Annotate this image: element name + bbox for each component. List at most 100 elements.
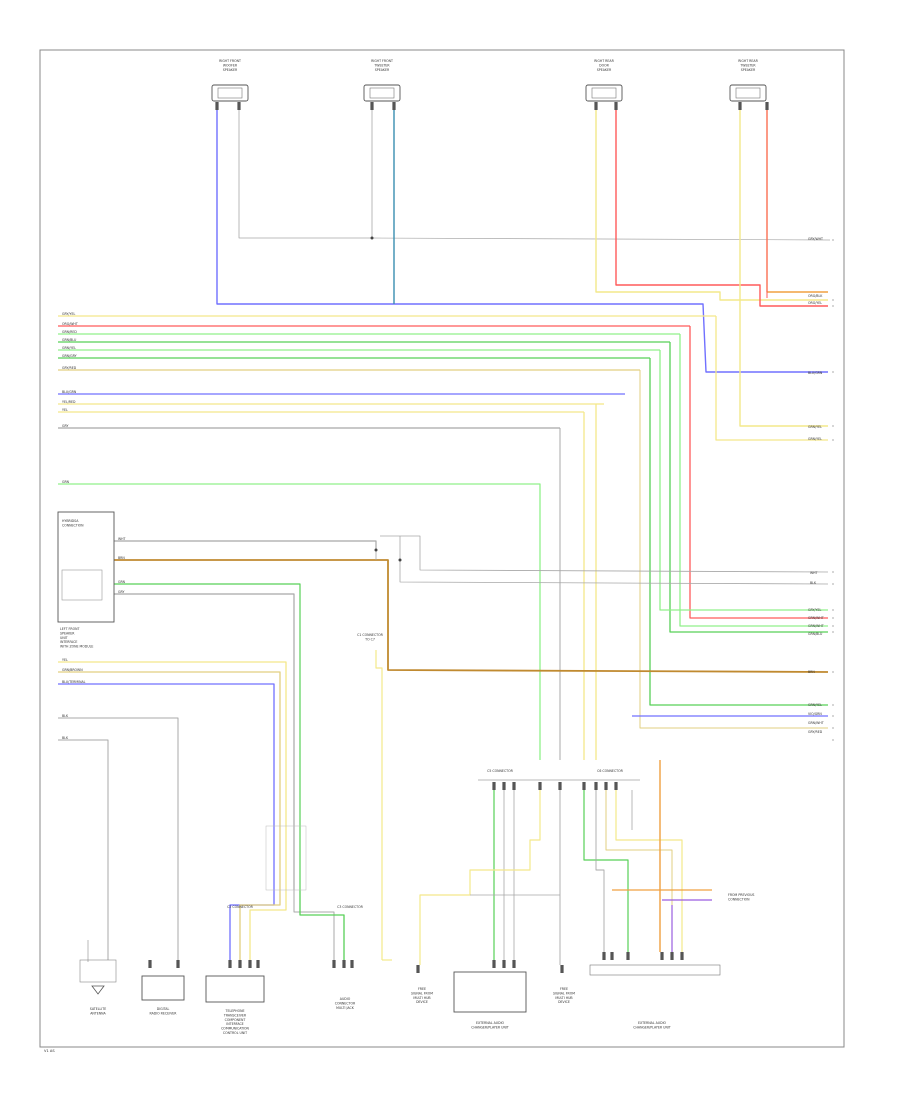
- wire-yellow: [595, 110, 828, 301]
- antenna-icon: [91, 985, 105, 995]
- wire-red: [615, 110, 828, 307]
- speaker-pin: [237, 102, 241, 110]
- wire-label: YEL: [62, 408, 68, 412]
- wire-label: WHT: [118, 537, 126, 541]
- antenna-box: [79, 959, 117, 983]
- speaker-pin: [614, 102, 618, 110]
- module-inner: [61, 569, 103, 601]
- component-pin: [416, 965, 420, 973]
- module-box: [57, 511, 115, 623]
- wire-label: GRN/YEL: [808, 425, 822, 429]
- component-pin: [248, 960, 252, 968]
- wire-label: GRY: [62, 424, 68, 428]
- wire-label: GRN/BROWN: [62, 668, 83, 672]
- wire-lower: [58, 661, 287, 890]
- wire-label: GRN/WHT: [808, 616, 824, 620]
- wire-label: ORG/WHT: [62, 322, 78, 326]
- wire-label: BLK: [810, 581, 817, 585]
- wire-label: GRN/YEL: [808, 703, 822, 707]
- component-pin: [228, 960, 232, 968]
- component-pin: [342, 960, 346, 968]
- wire-label: BRN: [118, 556, 125, 560]
- footer-code: V1 AS: [44, 1049, 55, 1053]
- component-pin: [626, 952, 630, 960]
- connector-pin: [558, 782, 562, 790]
- wire-green: [669, 342, 828, 633]
- component-pin: [602, 952, 606, 960]
- wire-yellow: [715, 316, 828, 441]
- speaker-pin: [738, 102, 742, 110]
- wire-red: [689, 326, 828, 619]
- wire-tan: [239, 890, 281, 960]
- wire-lower: [58, 671, 281, 890]
- wire-label: GRN/GRY: [62, 354, 77, 358]
- wire-lower: [58, 683, 275, 890]
- wire-label: BRN: [808, 670, 815, 674]
- changer-strip: [589, 964, 721, 976]
- wire-module: [114, 540, 377, 550]
- connector-label: C2 CONNECTOR: [227, 905, 253, 909]
- wire-gray: [238, 110, 372, 239]
- wire-label: GRY: [118, 590, 124, 594]
- speaker-connector-inner: [591, 87, 617, 99]
- wire-label: BLK: [62, 736, 69, 740]
- connector-pin: [492, 782, 496, 790]
- component-pin: [680, 952, 684, 960]
- wire-label: GRN/WHT: [808, 721, 824, 725]
- wire-label: GRN/RED: [62, 330, 77, 334]
- component-pin: [350, 960, 354, 968]
- wire-label: WHT: [810, 571, 818, 575]
- diagram-frame: [39, 49, 845, 1048]
- receiver-box: [141, 975, 185, 1001]
- component-pin: [332, 960, 336, 968]
- wire-green: [679, 334, 828, 627]
- splice-dot: [398, 558, 402, 562]
- connector-pin: [614, 782, 618, 790]
- wire-label: BLU/GRN: [808, 371, 823, 375]
- component-pin: [148, 960, 152, 968]
- splice-dot: [374, 548, 378, 552]
- wire-label: GRN/YEL: [808, 437, 822, 441]
- component-pin: [492, 960, 496, 968]
- wire-module: [114, 583, 301, 890]
- speaker-pin: [370, 102, 374, 110]
- wire-yellow: [739, 110, 828, 427]
- wire-label: GRY/YEL: [62, 312, 75, 316]
- wire-tan: [605, 790, 673, 952]
- wire-label: GRY/YEL: [808, 608, 821, 612]
- speaker-connector: [211, 84, 249, 102]
- wire-label: GRN/YEL: [62, 346, 76, 350]
- wire-blue: [216, 110, 396, 305]
- wire-yellow: [615, 790, 683, 952]
- wires-layer: [58, 110, 831, 965]
- wire-gray: [58, 717, 179, 960]
- wire-label: BLU/TERMINAL: [62, 680, 86, 684]
- component-pin: [512, 960, 516, 968]
- speaker-connector-inner: [735, 87, 761, 99]
- wire-gray: [595, 790, 605, 952]
- telephone-box: [205, 975, 265, 1003]
- wire-module: [114, 559, 829, 673]
- wire-label: GRN/BLU: [808, 632, 823, 636]
- component-pin: [238, 960, 242, 968]
- connector-pin: [582, 782, 586, 790]
- wire-blue: [396, 303, 828, 373]
- wire-tan: [639, 370, 828, 729]
- splice-dot: [370, 236, 374, 240]
- wire-label: GRY/WHT: [808, 237, 823, 241]
- wire-gray: [58, 739, 109, 960]
- connector-label: C5 CONNECTOR: [487, 769, 513, 773]
- speaker-connector: [363, 84, 401, 102]
